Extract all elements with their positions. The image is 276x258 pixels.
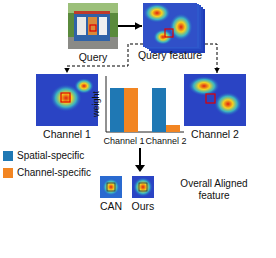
legend-swatch	[3, 168, 13, 178]
image-caption: Channel 2	[191, 128, 239, 140]
query-image: Query	[68, 3, 118, 49]
illustration	[36, 74, 98, 126]
illustration	[143, 3, 197, 47]
y-axis	[106, 76, 107, 132]
legend-text: Channel-specific	[17, 167, 91, 179]
bar	[166, 125, 180, 132]
channel-map: Channel 2	[184, 74, 246, 126]
arrow-head	[64, 68, 70, 73]
arrow-connector	[118, 22, 142, 30]
down-arrow	[139, 148, 141, 166]
image-caption: CAN	[100, 200, 122, 212]
axis-label: weight	[90, 91, 102, 117]
legend-swatch	[3, 151, 13, 161]
bar	[124, 88, 138, 132]
illustration	[100, 176, 122, 198]
result-map: Ours	[132, 176, 154, 198]
bar	[110, 88, 124, 132]
arrow-head	[135, 22, 142, 30]
image-caption: Channel 1	[43, 128, 91, 140]
arrow-head	[214, 68, 220, 73]
image-caption: Query feature	[138, 49, 202, 61]
channel-map: Channel 1	[36, 74, 98, 126]
bar	[152, 88, 166, 132]
image-caption: Ours	[132, 200, 155, 212]
bar-label: Channel 1	[103, 135, 144, 147]
illustration	[132, 176, 154, 198]
output-label: Overall Aligned feature	[164, 178, 264, 202]
bar-label: Channel 2	[145, 135, 186, 147]
arrow-head	[135, 165, 145, 172]
result-map: CAN	[100, 176, 122, 198]
image-caption: Query	[79, 51, 108, 63]
legend-text: Spatial-specific	[17, 150, 84, 162]
feature-map: Query feature	[143, 3, 197, 47]
illustration	[184, 74, 246, 126]
dashed-connector	[205, 44, 220, 73]
illustration	[68, 3, 118, 49]
